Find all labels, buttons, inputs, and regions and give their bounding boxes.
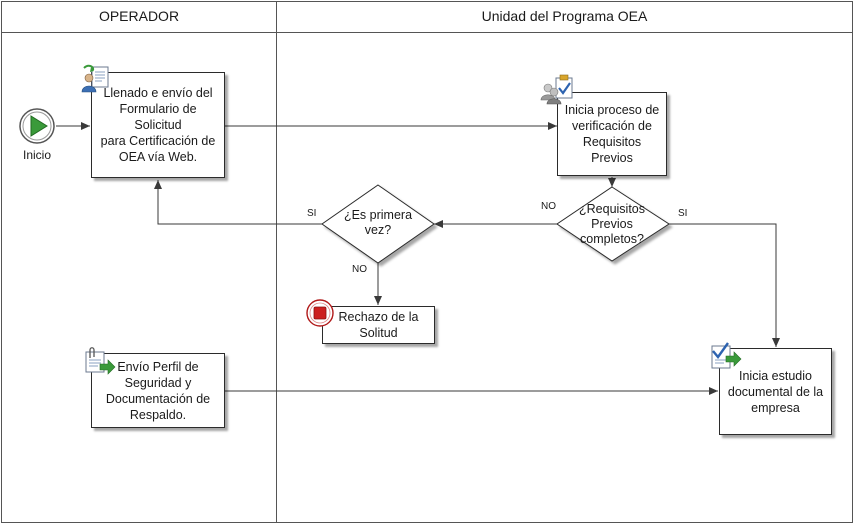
start-label: Inicio xyxy=(22,148,51,162)
process-rechazo-solitud: Rechazo de la Solitud xyxy=(322,306,435,344)
edge-label-primera-si: SI xyxy=(307,208,317,219)
lane-title-unidad-oea: Unidad del Programa OEA xyxy=(481,8,648,24)
decision-requisitos-shape xyxy=(556,186,670,262)
decision-requisitos-label: ¿Requisitos Previos completos? xyxy=(579,202,645,246)
edge-requisitos-si xyxy=(669,223,780,347)
process-llenado-formulario: Llenado e envío del Formulario de Solici… xyxy=(91,72,225,178)
process-verificacion-requisitos: Inicia proceso de verificación de Requis… xyxy=(557,92,667,176)
process-llenado-label: Llenado e envío del Formulario de Solici… xyxy=(100,86,216,164)
process-verificacion-label: Inicia proceso de verificación de Requis… xyxy=(564,103,660,165)
stop-icon xyxy=(306,299,334,327)
lane-title-operador: OPERADOR xyxy=(98,8,180,24)
process-envio-perfil: Envío Perfil de Seguridad y Documentació… xyxy=(91,353,225,428)
attachment-send-icon xyxy=(85,347,116,375)
edge-label-primera-no: NO xyxy=(352,264,367,275)
start-play-icon xyxy=(19,108,55,144)
document-check-icon xyxy=(711,342,742,369)
edge-label-requisitos-si: SI xyxy=(678,208,688,219)
process-estudio-label: Inicia estudio documental de la empresa xyxy=(727,368,824,415)
process-rechazo-label: Rechazo de la Solitud xyxy=(338,310,419,340)
process-envio-perfil-label: Envío Perfil de Seguridad y Documentació… xyxy=(105,359,211,422)
decision-primera-shape xyxy=(321,184,435,264)
edge-label-requisitos-no: NO xyxy=(541,201,556,212)
user-form-icon xyxy=(81,64,109,93)
edge-primera-si xyxy=(154,180,322,225)
decision-primera-label: ¿Es primera vez? xyxy=(343,208,413,237)
users-clipboard-icon xyxy=(540,74,573,105)
